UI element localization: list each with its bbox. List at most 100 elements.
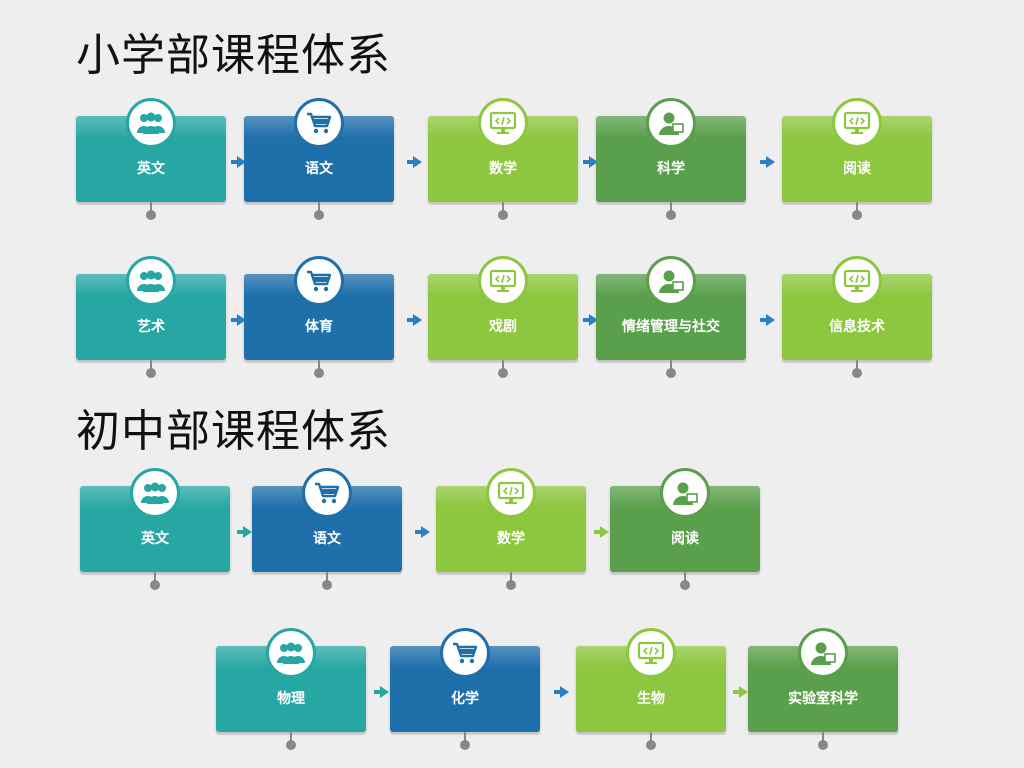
connector-dot — [314, 210, 324, 220]
connector-stem — [670, 202, 672, 212]
people-icon — [130, 468, 180, 518]
course-card: 英文 — [76, 98, 226, 220]
flow-arrow — [415, 526, 430, 538]
cart-icon — [302, 468, 352, 518]
flow-arrow — [733, 686, 748, 698]
connector-dot — [322, 580, 332, 590]
connector-stem — [318, 360, 320, 370]
course-label: 数学 — [489, 161, 517, 177]
connector-stem — [684, 572, 686, 582]
course-card: 信息技术 — [782, 256, 932, 378]
people-icon — [126, 98, 176, 148]
course-label: 体育 — [305, 319, 333, 335]
course-card: 体育 — [244, 256, 394, 378]
connector-dot — [498, 368, 508, 378]
monitor-code-icon — [478, 256, 528, 306]
course-card: 物理 — [216, 628, 366, 750]
course-label: 数学 — [497, 531, 525, 547]
flow-arrow — [237, 526, 252, 538]
course-card: 化学 — [390, 628, 540, 750]
course-label: 物理 — [277, 691, 305, 707]
course-label: 阅读 — [671, 531, 699, 547]
connector-dot — [146, 210, 156, 220]
course-card: 阅读 — [610, 468, 760, 590]
flow-arrow — [407, 314, 422, 326]
connector-stem — [856, 202, 858, 212]
connector-stem — [326, 572, 328, 582]
flow-arrow — [231, 314, 246, 326]
flow-arrow — [760, 314, 775, 326]
connector-stem — [502, 360, 504, 370]
person-monitor-icon — [660, 468, 710, 518]
course-label: 情绪管理与社交 — [622, 319, 720, 335]
flow-arrow — [554, 686, 569, 698]
connector-stem — [502, 202, 504, 212]
course-card: 数学 — [436, 468, 586, 590]
course-card: 实验室科学 — [748, 628, 898, 750]
middle-section-title: 初中部课程体系 — [76, 406, 391, 457]
course-label: 戏剧 — [489, 319, 517, 335]
people-icon — [266, 628, 316, 678]
flow-arrow — [760, 156, 775, 168]
course-card: 语文 — [252, 468, 402, 590]
connector-stem — [318, 202, 320, 212]
course-label: 化学 — [451, 691, 479, 707]
course-label: 阅读 — [843, 161, 871, 177]
course-label: 信息技术 — [829, 319, 885, 335]
connector-dot — [680, 580, 690, 590]
course-card: 情绪管理与社交 — [596, 256, 746, 378]
flow-arrow — [374, 686, 389, 698]
course-card: 数学 — [428, 98, 578, 220]
course-card: 艺术 — [76, 256, 226, 378]
connector-stem — [154, 572, 156, 582]
monitor-code-icon — [486, 468, 536, 518]
course-label: 艺术 — [137, 319, 165, 335]
primary-section-title: 小学部课程体系 — [76, 30, 391, 81]
person-monitor-icon — [646, 98, 696, 148]
connector-dot — [852, 368, 862, 378]
connector-dot — [498, 210, 508, 220]
course-card: 生物 — [576, 628, 726, 750]
connector-dot — [146, 368, 156, 378]
course-panel — [80, 486, 230, 572]
cart-icon — [294, 98, 344, 148]
connector-dot — [150, 580, 160, 590]
course-card: 英文 — [80, 468, 230, 590]
connector-stem — [650, 732, 652, 742]
monitor-code-icon — [832, 98, 882, 148]
connector-dot — [314, 368, 324, 378]
person-monitor-icon — [646, 256, 696, 306]
connector-stem — [510, 572, 512, 582]
connector-stem — [150, 360, 152, 370]
connector-dot — [506, 580, 516, 590]
course-label: 实验室科学 — [788, 691, 858, 707]
connector-dot — [818, 740, 828, 750]
flow-arrow — [407, 156, 422, 168]
connector-stem — [856, 360, 858, 370]
course-panel — [428, 116, 578, 202]
course-panel — [252, 486, 402, 572]
connector-dot — [460, 740, 470, 750]
course-label: 生物 — [637, 691, 665, 707]
flow-arrow — [594, 526, 609, 538]
cart-icon — [294, 256, 344, 306]
person-monitor-icon — [798, 628, 848, 678]
connector-stem — [150, 202, 152, 212]
flow-arrow — [583, 156, 598, 168]
cart-icon — [440, 628, 490, 678]
course-label: 语文 — [313, 531, 341, 547]
connector-stem — [290, 732, 292, 742]
connector-dot — [666, 210, 676, 220]
course-label: 英文 — [137, 161, 165, 177]
connector-dot — [852, 210, 862, 220]
course-label: 英文 — [141, 531, 169, 547]
monitor-code-icon — [832, 256, 882, 306]
flow-arrow — [231, 156, 246, 168]
people-icon — [126, 256, 176, 306]
connector-dot — [666, 368, 676, 378]
course-card: 科学 — [596, 98, 746, 220]
connector-dot — [286, 740, 296, 750]
flow-arrow — [583, 314, 598, 326]
course-card: 阅读 — [782, 98, 932, 220]
connector-stem — [822, 732, 824, 742]
